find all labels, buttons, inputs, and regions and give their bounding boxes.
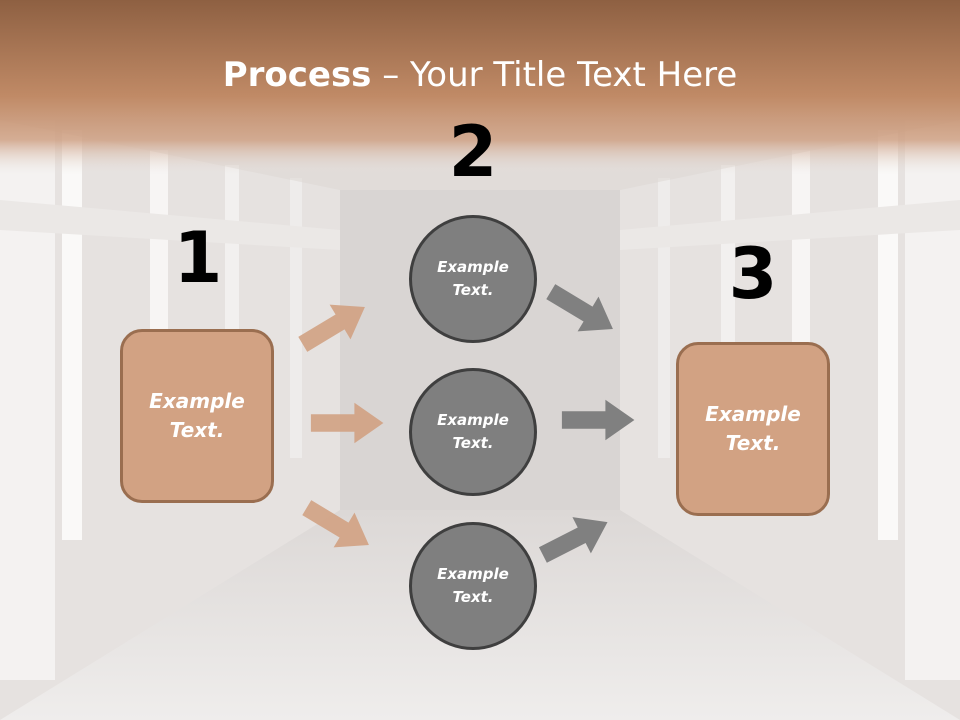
arrow-box1-to-circle-bottom [302, 500, 369, 548]
circle-top-text: Example Text. [437, 258, 509, 299]
step-number-2: 2 [448, 111, 498, 193]
step-2-circle-middle: Example Text. [409, 368, 537, 496]
arrow-box1-to-circle-top [298, 304, 365, 352]
step-2-circle-top: Example Text. [409, 215, 537, 343]
title-rest: – Your Title Text Here [371, 55, 738, 95]
step-1-box: Example Text. [120, 329, 274, 503]
circle-middle-text: Example Text. [437, 411, 509, 452]
arrow-box1-to-circle-middle [310, 402, 384, 444]
step-number-3: 3 [728, 233, 778, 315]
step-1-box-text: Example Text. [149, 389, 245, 442]
step-3-box-text: Example Text. [705, 402, 801, 455]
slide-title: Process – Your Title Text Here [0, 52, 960, 98]
step-number-1: 1 [173, 217, 223, 299]
step-2-circle-bottom: Example Text. [409, 522, 537, 650]
title-bold: Process [222, 55, 372, 95]
arrow-circle-bottom-to-box3 [538, 517, 608, 563]
arrow-circle-middle-to-box3 [561, 399, 635, 441]
circle-bottom-text: Example Text. [437, 565, 509, 606]
arrow-circle-top-to-box3 [546, 284, 613, 332]
step-3-box: Example Text. [676, 342, 830, 516]
